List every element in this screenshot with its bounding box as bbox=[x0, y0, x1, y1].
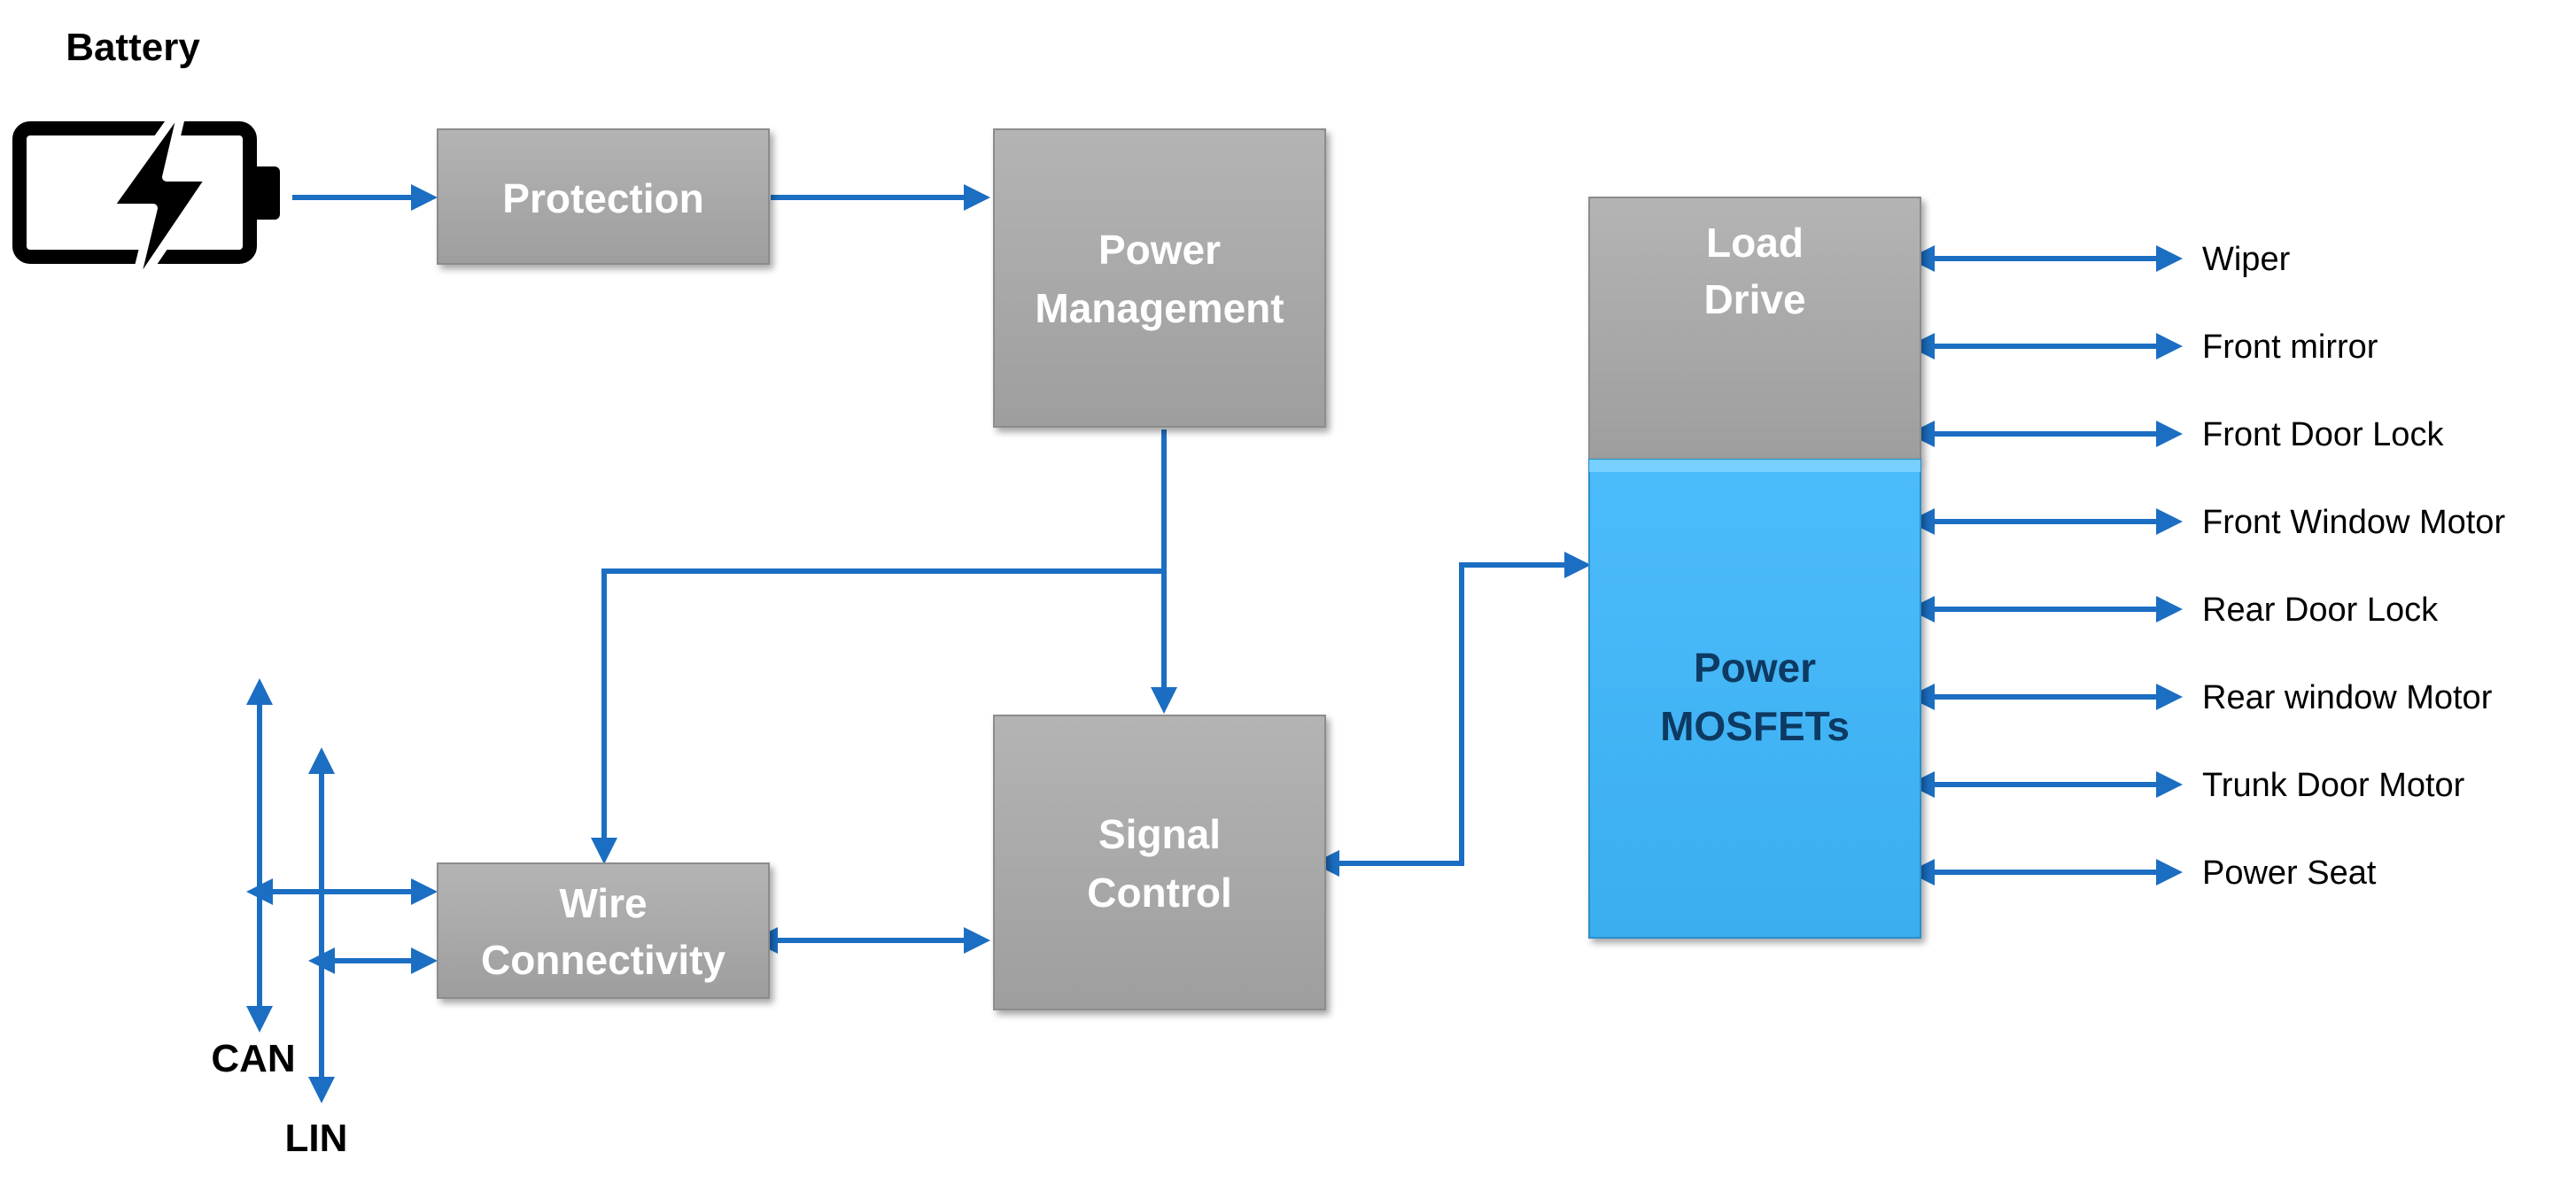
signal-control-label-line1: Signal bbox=[1098, 811, 1221, 857]
power-management-label-line2: Management bbox=[1035, 285, 1284, 331]
load-label-power-seat: Power Seat bbox=[2202, 855, 2377, 892]
load-drive-block: Load Drive bbox=[1588, 197, 1921, 460]
wire-power-management-wire-connectivity bbox=[591, 568, 1164, 864]
power-mosfets-block: Power MOSFETs bbox=[1588, 459, 1921, 939]
load-label-front-window-motor: Front Window Motor bbox=[2202, 504, 2505, 541]
power-management-block: Power Management bbox=[993, 128, 1326, 428]
connection-lines bbox=[246, 184, 1591, 1103]
load-label-rear-window-motor: Rear window Motor bbox=[2202, 679, 2493, 716]
wire-connectivity-block: Wire Connectivity bbox=[437, 862, 770, 999]
wire-connectivity-label-line2: Connectivity bbox=[481, 937, 725, 983]
protection-block: Protection bbox=[437, 128, 770, 265]
battery-label: Battery bbox=[66, 26, 200, 69]
wire-connectivity-label-line1: Wire bbox=[559, 880, 647, 926]
load-drive-label-line1: Load bbox=[1706, 220, 1804, 266]
load-label-front-door-lock: Front Door Lock bbox=[2202, 416, 2444, 453]
lin-bus-label: LIN bbox=[285, 1117, 348, 1160]
load-label-trunk-door-motor: Trunk Door Motor bbox=[2202, 767, 2465, 804]
protection-label: Protection bbox=[502, 175, 703, 221]
power-management-label-line1: Power bbox=[1098, 227, 1221, 273]
load-arrows bbox=[1908, 245, 2183, 886]
power-mosfets-label-line2: MOSFETs bbox=[1660, 703, 1850, 749]
load-drive-label-line2: Drive bbox=[1703, 276, 1805, 322]
signal-control-block: Signal Control bbox=[993, 715, 1326, 1010]
wire-signal-control-mosfets bbox=[1313, 552, 1591, 877]
load-label-rear-door-lock: Rear Door Lock bbox=[2202, 592, 2439, 629]
signal-control-label-line2: Control bbox=[1087, 870, 1232, 916]
load-label-wiper: Wiper bbox=[2202, 241, 2291, 278]
battery-icon bbox=[12, 97, 280, 297]
power-mosfets-label-line1: Power bbox=[1694, 645, 1816, 691]
can-bus-label: CAN bbox=[211, 1037, 295, 1080]
load-label-front-mirror: Front mirror bbox=[2202, 329, 2378, 366]
